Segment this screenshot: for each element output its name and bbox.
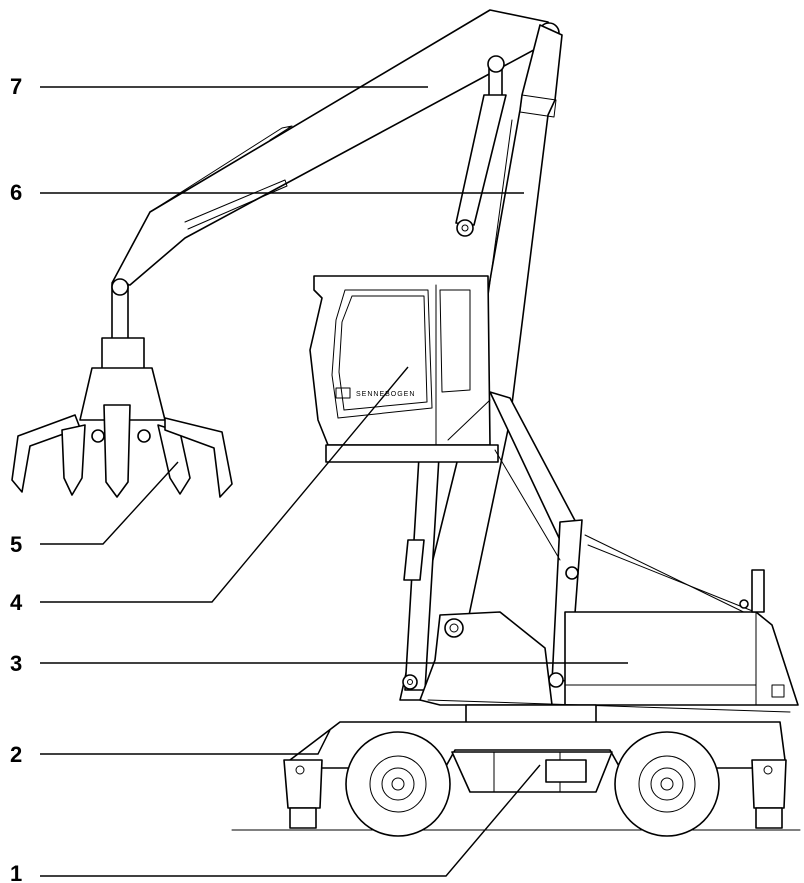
orange-peel-grab — [11, 278, 233, 498]
callout-4: 4 — [10, 590, 23, 615]
leader-5 — [40, 461, 179, 545]
callout-numbers: 7 6 5 4 3 2 1 — [10, 74, 23, 883]
callout-3: 3 — [10, 651, 22, 676]
grab-linkage — [489, 391, 761, 688]
logo-badge — [335, 387, 351, 399]
leader-2 — [40, 729, 331, 755]
upper-carriage — [419, 569, 799, 713]
leader-lines — [40, 86, 628, 877]
callout-7: 7 — [10, 74, 22, 99]
leader-1 — [40, 764, 541, 877]
leader-4 — [40, 366, 409, 603]
callout-6: 6 — [10, 180, 22, 205]
callout-1: 1 — [10, 861, 22, 883]
rear-wheel — [614, 731, 720, 837]
callout-5: 5 — [10, 532, 22, 557]
front-wheel — [345, 731, 451, 837]
operator-cab: SENNEBOGEN — [309, 275, 499, 463]
callout-2: 2 — [10, 742, 22, 767]
